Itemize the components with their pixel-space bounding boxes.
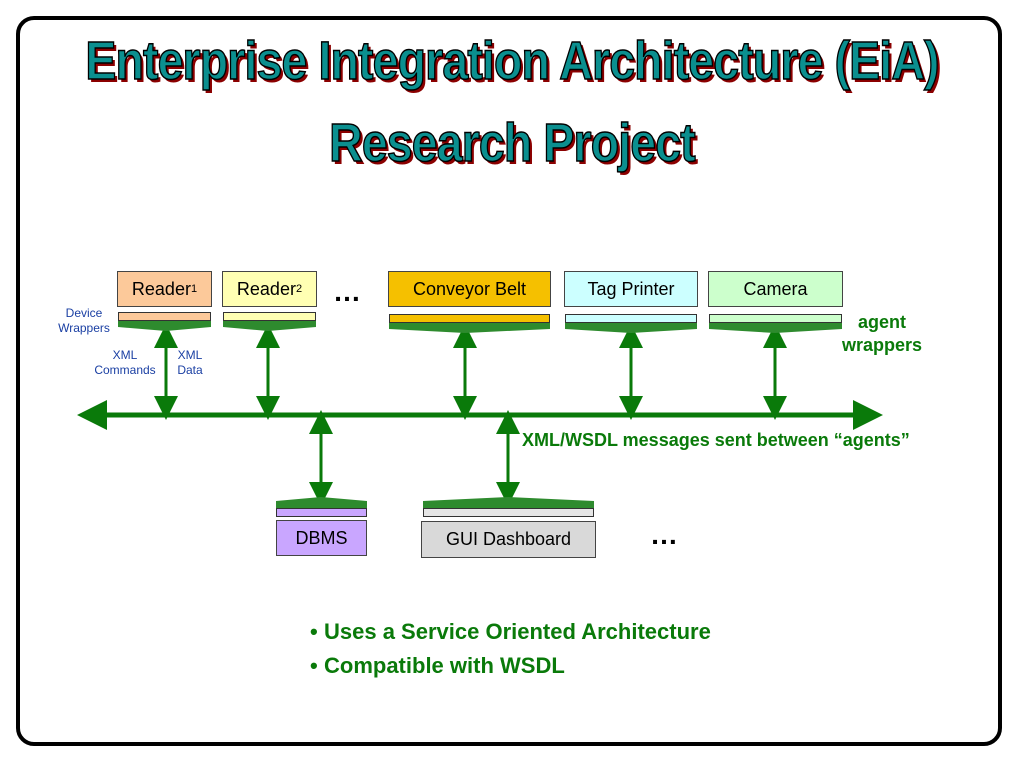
xml-commands-label: XML Commands (94, 348, 156, 377)
bullet-item: •Compatible with WSDL (310, 649, 711, 683)
agent-wrapper-dbms (276, 497, 367, 508)
reader-1-sub: 1 (190, 283, 198, 295)
gui-dashboard-box: GUI Dashboard (421, 521, 596, 558)
device-wrapper-gui (423, 508, 594, 517)
device-wrapper-tagprinter (565, 314, 697, 323)
dbms-box: DBMS (276, 520, 367, 556)
device-wrapper-camera (709, 314, 842, 323)
tag-printer-box: Tag Printer (564, 271, 698, 307)
title-line-2: Research Project (328, 112, 696, 174)
gui-dashboard-label: GUI Dashboard (445, 529, 572, 549)
device-wrappers-label: Device Wrappers (58, 306, 110, 335)
agent-wrapper-reader2 (223, 320, 316, 331)
ellipsis-top: … (333, 276, 361, 307)
camera-label: Camera (743, 278, 808, 299)
device-wrapper-reader1 (118, 312, 211, 321)
bullet-item: •Uses a Service Oriented Architecture (310, 615, 711, 649)
bullet-text-1: Uses a Service Oriented Architecture (324, 619, 711, 644)
bus-label: XML/WSDL messages sent between “agents” (522, 430, 910, 450)
reader-2-sub: 2 (295, 283, 303, 295)
agent-wrapper-gui (423, 497, 594, 508)
xml-data-label: XML Data (177, 348, 203, 377)
device-wrapper-reader2 (223, 312, 316, 321)
ellipsis-bottom: … (650, 519, 678, 550)
device-wrapper-conveyor (389, 314, 550, 323)
reader-1-label: Reader (131, 278, 191, 299)
dbms-label: DBMS (295, 527, 348, 548)
bullet-list: •Uses a Service Oriented Architecture •C… (310, 615, 711, 683)
device-wrapper-dbms (276, 508, 367, 517)
conveyor-belt-box: Conveyor Belt (388, 271, 551, 307)
camera-box: Camera (708, 271, 843, 307)
agent-wrapper-camera (709, 322, 842, 333)
reader-2-label: Reader (236, 278, 296, 299)
bullet-text-2: Compatible with WSDL (324, 653, 565, 678)
agent-wrappers-label: agent wrappers (841, 312, 923, 355)
slide-frame (16, 16, 1002, 746)
agent-wrapper-conveyor (389, 322, 550, 333)
conveyor-belt-label: Conveyor Belt (412, 278, 527, 299)
agent-wrapper-reader1 (118, 320, 211, 331)
agent-wrapper-tagprinter (565, 322, 697, 333)
tag-printer-label: Tag Printer (587, 278, 675, 299)
title-line-1: Enterprise Integration Architecture (EiA… (85, 30, 940, 92)
